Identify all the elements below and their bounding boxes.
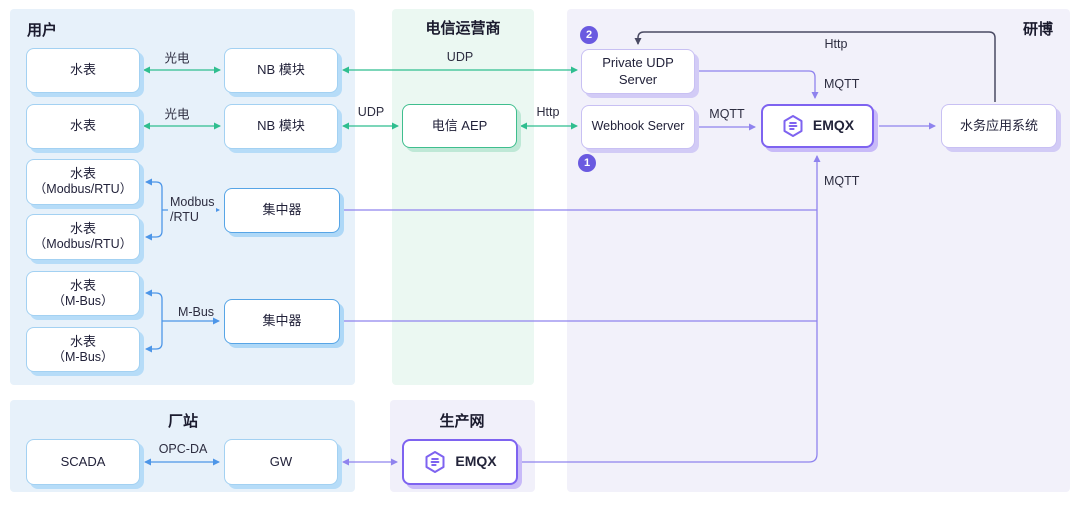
node-water-meter-1: 水表 — [26, 48, 140, 93]
node-emqx-production: EMQX — [402, 439, 518, 485]
region-title-yanbo: 研博 — [1022, 21, 1053, 38]
edge-label-udp-aep: UDP — [357, 105, 385, 119]
step-badge-2: 2 — [580, 26, 598, 44]
region-title-user: 用户 — [27, 22, 58, 39]
emqx-label: EMQX — [455, 453, 497, 470]
emqx-logo-icon — [425, 451, 445, 473]
node-concentrator-1: 集中器 — [224, 188, 340, 233]
node-water-meter-mbus-1: 水表 （M-Bus） — [26, 271, 140, 316]
node-scada: SCADA — [26, 439, 140, 485]
region-title-telecom: 电信运营商 — [425, 20, 501, 37]
edge-label-photoelectric-2: 光电 — [164, 107, 190, 122]
node-private-udp-server: Private UDP Server — [581, 49, 695, 94]
edge-label-mqtt-webhook: MQTT — [709, 107, 745, 121]
emqx-logo-icon — [783, 115, 803, 137]
node-water-meter-mbus-2: 水表 （M-Bus） — [26, 327, 140, 372]
edge-label-mbus: M-Bus — [177, 305, 215, 319]
region-title-plant: 厂站 — [167, 413, 199, 430]
node-gw: GW — [224, 439, 338, 485]
edge-label-mqtt-gateway: MQTT — [824, 174, 860, 188]
edge-label-http-app: Http — [824, 37, 848, 51]
node-concentrator-2: 集中器 — [224, 299, 340, 344]
node-telecom-aep: 电信 AEP — [402, 104, 517, 148]
node-water-app-system: 水务应用系统 — [941, 104, 1057, 148]
node-water-meter-2: 水表 — [26, 104, 140, 149]
node-emqx: EMQX — [761, 104, 874, 148]
node-water-meter-modbus-2: 水表 （Modbus/RTU） — [26, 214, 140, 260]
edge-label-http-aep: Http — [536, 105, 560, 119]
edge-label-modbus-rtu: Modbus /RTU — [168, 194, 217, 226]
node-nb-module-1: NB 模块 — [224, 48, 338, 93]
node-nb-module-2: NB 模块 — [224, 104, 338, 149]
edge-label-photoelectric-1: 光电 — [164, 51, 190, 66]
edge-label-opcda: OPC-DA — [158, 442, 208, 456]
edge-label-mqtt-udp: MQTT — [824, 77, 860, 91]
emqx-label: EMQX — [812, 117, 855, 134]
node-webhook-server: Webhook Server — [581, 105, 695, 149]
step-badge-1: 1 — [578, 154, 596, 172]
edge-label-udp-top: UDP — [446, 50, 474, 64]
region-title-production: 生产网 — [439, 413, 485, 430]
node-water-meter-modbus-1: 水表 （Modbus/RTU） — [26, 159, 140, 205]
